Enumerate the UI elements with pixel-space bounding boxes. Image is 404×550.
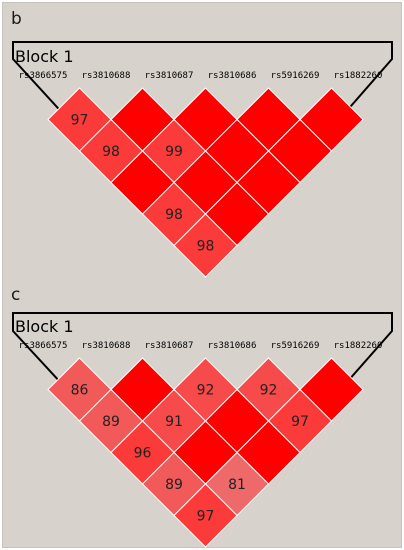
panel-letter: c bbox=[11, 285, 21, 305]
ld-value-label: 81 bbox=[228, 477, 246, 493]
snp-label: rs3866575 bbox=[18, 71, 68, 81]
snp-label: rs3866575 bbox=[18, 341, 68, 351]
ld-heatmap-b: 97 98 99 98 98 bbox=[12, 41, 393, 278]
snp-label: rs1882260 bbox=[333, 341, 383, 351]
snp-label: rs3810688 bbox=[81, 341, 131, 351]
ld-value-label: 97 bbox=[291, 414, 309, 430]
panel-letter: b bbox=[11, 9, 22, 29]
snp-label: rs5916269 bbox=[270, 341, 320, 351]
ld-value-label: 97 bbox=[71, 113, 89, 129]
snp-label: rs3810687 bbox=[144, 341, 194, 351]
ld-value-label: 91 bbox=[165, 414, 183, 430]
snp-label: rs1882260 bbox=[333, 71, 383, 81]
ld-value-label: 92 bbox=[260, 383, 278, 399]
snp-label: rs3810686 bbox=[207, 71, 257, 81]
ld-value-label: 97 bbox=[197, 509, 215, 525]
ld-value-label: 99 bbox=[165, 144, 183, 160]
ld-cell bbox=[173, 213, 238, 278]
ld-value-label: 98 bbox=[197, 239, 215, 255]
block-label: Block 1 bbox=[15, 317, 74, 336]
snp-label: rs3810687 bbox=[144, 71, 194, 81]
block-label: Block 1 bbox=[15, 47, 74, 66]
ld-value-label: 98 bbox=[102, 144, 120, 160]
snp-label: rs5916269 bbox=[270, 71, 320, 81]
snp-label: rs3810688 bbox=[81, 71, 131, 81]
snp-label: rs3810686 bbox=[207, 341, 257, 351]
ld-cell bbox=[173, 483, 238, 548]
ld-value-label: 96 bbox=[134, 446, 152, 462]
ld-value-label: 89 bbox=[102, 414, 120, 430]
ld-value-label: 98 bbox=[165, 207, 183, 223]
ld-value-label: 86 bbox=[71, 383, 89, 399]
ld-heatmap-c: 86 92 92 89 91 97 96 89 81 97 bbox=[12, 312, 393, 548]
ld-value-label: 92 bbox=[197, 383, 215, 399]
ld-value-label: 89 bbox=[165, 477, 183, 493]
